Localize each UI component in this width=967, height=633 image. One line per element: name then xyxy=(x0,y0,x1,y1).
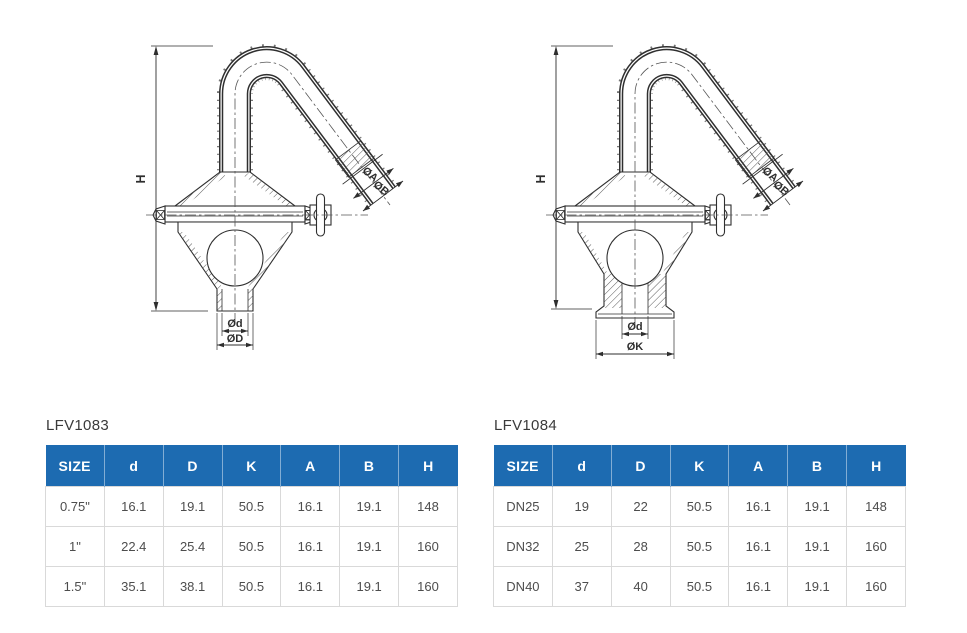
table-cell: 1.5" xyxy=(45,566,105,607)
column-header: B xyxy=(339,445,400,487)
table-title: LFV1083 xyxy=(46,417,109,434)
valve-body xyxy=(552,171,732,319)
column-header: A xyxy=(280,445,341,487)
table-cell: 19.1 xyxy=(339,526,400,567)
column-header: H xyxy=(398,445,458,487)
outlet-hatch-band xyxy=(734,140,775,178)
table-cell: 19.1 xyxy=(787,486,848,527)
gooseneck-pipe xyxy=(617,44,798,207)
table-cell: 19.1 xyxy=(787,566,848,607)
table-cell: 160 xyxy=(846,526,906,567)
column-header: H xyxy=(846,445,906,487)
centerlines xyxy=(546,61,791,328)
table-cell: 50.5 xyxy=(221,526,282,567)
dim-label-od-inner: Ød xyxy=(627,321,642,333)
column-header: D xyxy=(163,445,223,487)
table-cell: 16.1 xyxy=(728,486,789,527)
column-header: d xyxy=(552,445,612,487)
outlet-hatch-band xyxy=(334,140,375,178)
dimensions xyxy=(151,45,404,350)
table-cell: 160 xyxy=(846,566,906,607)
table-cell: 19.1 xyxy=(339,566,400,607)
table-row: DN25 19 22 50.5 16.1 19.1 148 xyxy=(493,486,906,527)
table-row: DN40 37 40 50.5 16.1 19.1 160 xyxy=(493,566,906,607)
table-cell: 50.5 xyxy=(669,526,730,567)
column-header: B xyxy=(787,445,848,487)
table-cell: 50.5 xyxy=(669,566,730,607)
table-cell: 19 xyxy=(551,486,612,527)
table-cell: 50.5 xyxy=(221,566,282,607)
table-cell: 22 xyxy=(610,486,671,527)
dim-label-ok-outer: ØK xyxy=(627,341,644,353)
table-row: 1" 22.4 25.4 50.5 16.1 19.1 160 xyxy=(45,526,458,567)
table-section-lfv1084: LFV1084 SIZE d D K A B H DN25 19 22 50.5… xyxy=(493,417,906,607)
table-title: LFV1084 xyxy=(494,417,557,434)
column-header: K xyxy=(222,445,282,487)
table-cell: 160 xyxy=(398,566,458,607)
table-cell: 0.75" xyxy=(45,486,105,527)
column-header: D xyxy=(611,445,671,487)
table-cell: 50.5 xyxy=(669,486,730,527)
table-cell: 28 xyxy=(610,526,671,567)
technical-drawing-lfv1083: H ØA ØB Ød ØD xyxy=(134,44,404,350)
table-cell: 1" xyxy=(45,526,105,567)
column-header: SIZE xyxy=(493,445,553,487)
table-cell: 148 xyxy=(398,486,458,527)
table-cell: 16.1 xyxy=(728,566,789,607)
dimension-table-lfv1083: SIZE d D K A B H 0.75" 16.1 19.1 50.5 16… xyxy=(45,445,458,607)
valve-body xyxy=(152,171,332,312)
centerlines xyxy=(146,61,391,324)
table-cell: 160 xyxy=(398,526,458,567)
table-cell: 35.1 xyxy=(103,566,164,607)
table-row: 0.75" 16.1 19.1 50.5 16.1 19.1 148 xyxy=(45,486,458,527)
table-cell: 16.1 xyxy=(728,526,789,567)
table-row: 1.5" 35.1 38.1 50.5 16.1 19.1 160 xyxy=(45,566,458,607)
table-header-row: SIZE d D K A B H xyxy=(493,445,906,487)
dim-label-h: H xyxy=(534,174,548,183)
table-cell: DN32 xyxy=(493,526,553,567)
table-cell: 40 xyxy=(610,566,671,607)
handwheel xyxy=(705,193,732,237)
table-cell: 38.1 xyxy=(162,566,223,607)
table-cell: 16.1 xyxy=(280,486,341,527)
table-cell: 16.1 xyxy=(103,486,164,527)
table-cell: 148 xyxy=(846,486,906,527)
technical-drawing-lfv1084: H ØA ØB Ød ØK xyxy=(534,44,804,359)
table-row: DN32 25 28 50.5 16.1 19.1 160 xyxy=(493,526,906,567)
table-header-row: SIZE d D K A B H xyxy=(45,445,458,487)
dimensions xyxy=(551,45,804,359)
dim-label-od-outer: ØD xyxy=(227,333,244,345)
table-cell: DN25 xyxy=(493,486,553,527)
table-cell: 19.1 xyxy=(162,486,223,527)
dim-label-h: H xyxy=(134,174,148,183)
table-cell: 19.1 xyxy=(339,486,400,527)
column-header: K xyxy=(670,445,730,487)
column-header: A xyxy=(728,445,789,487)
table-cell: 16.1 xyxy=(280,526,341,567)
table-cell: DN40 xyxy=(493,566,553,607)
column-header: SIZE xyxy=(45,445,105,487)
dimension-table-lfv1084: SIZE d D K A B H DN25 19 22 50.5 16.1 19… xyxy=(493,445,906,607)
table-section-lfv1083: LFV1083 SIZE d D K A B H 0.75" 16.1 19.1… xyxy=(45,417,458,607)
gooseneck-pipe xyxy=(217,44,398,207)
table-cell: 50.5 xyxy=(221,486,282,527)
table-cell: 19.1 xyxy=(787,526,848,567)
dim-label-od-inner: Ød xyxy=(227,318,242,330)
column-header: d xyxy=(104,445,164,487)
valve-ball xyxy=(606,229,664,287)
table-cell: 25.4 xyxy=(162,526,223,567)
table-cell: 22.4 xyxy=(103,526,164,567)
table-cell: 25 xyxy=(551,526,612,567)
handwheel xyxy=(305,193,332,237)
table-cell: 37 xyxy=(551,566,612,607)
table-cell: 16.1 xyxy=(280,566,341,607)
